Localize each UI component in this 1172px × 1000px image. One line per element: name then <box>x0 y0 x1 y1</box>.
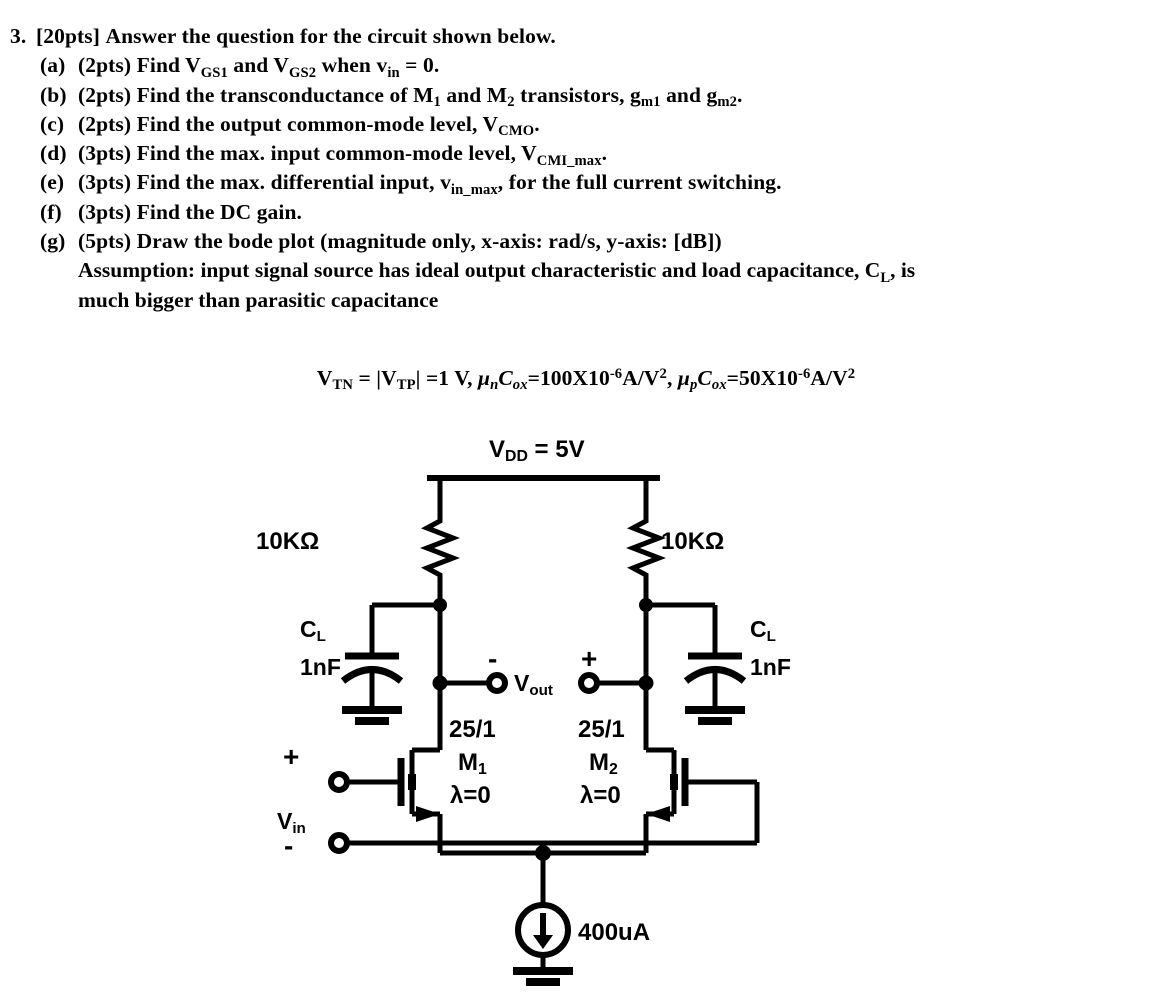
question-block: 3. [20pts] Answer the question for the c… <box>0 0 1172 315</box>
capacitor-right-bottom-plate <box>683 666 747 684</box>
resistor-left-label: 10KΩ <box>256 528 319 555</box>
resistor-right-symbol <box>626 513 666 607</box>
item-marker-c: (c) <box>40 111 65 136</box>
item-marker-b: (b) <box>40 82 67 107</box>
vdd-label: VDD = 5V <box>489 436 585 465</box>
item-text-b: (2pts) Find the transconductance of M1 a… <box>78 82 743 110</box>
m2-ratio-label: 25/1 <box>578 716 625 743</box>
capacitor-right-label: CL <box>750 616 776 645</box>
terminal-vin-minus[interactable] <box>328 832 350 854</box>
item-marker-e: (e) <box>40 170 65 195</box>
junction-dot-nodeB-vout <box>638 675 654 691</box>
m2-lambda-label: λ=0 <box>580 782 621 809</box>
vout-minus-sign: - <box>488 643 497 674</box>
item-text-e: (3pts) Find the max. differential input,… <box>78 170 782 198</box>
terminal-vout-plus[interactable] <box>578 672 600 694</box>
capacitor-left-value: 1nF <box>300 654 341 680</box>
current-source-label: 400uA <box>578 919 650 946</box>
circuit-diagram: VDD = 5V 10KΩ 10KΩ CL 1nF CL 1nF - + Vou… <box>0 425 1172 1000</box>
item-marker-d: (d) <box>40 141 67 166</box>
question-stem-row: 3. [20pts] Answer the question for the c… <box>0 22 1172 51</box>
vin-plus-sign: + <box>283 741 299 772</box>
capacitor-left-bottom-plate <box>340 666 404 684</box>
terminal-vout-minus[interactable] <box>486 672 508 694</box>
item-marker-a: (a) <box>40 53 66 78</box>
question-item-c: (c) (2pts) Find the output common-mode l… <box>0 110 1172 139</box>
item-text-c: (2pts) Find the output common-mode level… <box>78 111 540 140</box>
capacitor-right-value: 1nF <box>750 654 791 680</box>
question-item-a: (a) (2pts) Find VGS1 and VGS2 when vin =… <box>0 51 1172 80</box>
junction-dot-nodeB-cap <box>639 598 653 612</box>
junction-dot-nodeA-cap <box>433 598 447 612</box>
item-text-f: (3pts) Find the DC gain. <box>78 199 303 224</box>
item-marker-f: (f) <box>40 199 62 224</box>
current-source-arrow-head <box>533 935 553 949</box>
junction-dot-nodeA-vout <box>432 675 448 691</box>
vout-plus-sign: + <box>581 643 597 674</box>
m2-name-label: M2 <box>589 749 618 778</box>
m2-source-arrow <box>646 806 670 822</box>
question-item-b: (b) (2pts) Find the transconductance of … <box>0 81 1172 110</box>
m1-ratio-label: 25/1 <box>449 716 496 743</box>
assumption-line-1: Assumption: input signal source has idea… <box>78 258 916 286</box>
assumption-line-2: much bigger than parasitic capacitance <box>78 287 439 312</box>
m1-lambda-label: λ=0 <box>450 782 491 809</box>
item-text-a: (2pts) Find VGS1 and VGS2 when vin = 0. <box>78 53 440 81</box>
device-parameters-line: VTN = |VTP| =1 V, μnCox=100X10-6A/V2, μp… <box>316 365 856 394</box>
question-item-e: (e) (3pts) Find the max. differential in… <box>0 168 1172 197</box>
vout-label: Vout <box>514 670 553 699</box>
junction-dot-tail <box>535 845 551 861</box>
item-text-g: (5pts) Draw the bode plot (magnitude onl… <box>78 229 722 254</box>
question-item-g: (g) (5pts) Draw the bode plot (magnitude… <box>0 227 1172 256</box>
resistor-left-symbol <box>420 513 460 607</box>
terminal-vin-plus[interactable] <box>328 771 350 793</box>
assumption-block: Assumption: input signal source has idea… <box>0 256 1172 315</box>
item-text-d: (3pts) Find the max. input common-mode l… <box>78 141 608 169</box>
vin-label: Vin <box>277 808 306 837</box>
question-item-f: (f) (3pts) Find the DC gain. <box>0 198 1172 227</box>
resistor-right-label: 10KΩ <box>661 528 724 555</box>
question-stem-text: [20pts] Answer the question for the circ… <box>36 24 556 48</box>
m1-source-arrow <box>416 806 440 822</box>
vin-minus-sign: - <box>284 830 293 861</box>
question-number: 3. <box>10 24 27 48</box>
question-item-d: (d) (3pts) Find the max. input common-mo… <box>0 139 1172 168</box>
capacitor-left-label: CL <box>300 616 326 645</box>
item-marker-g: (g) <box>40 229 66 254</box>
m1-name-label: M1 <box>458 749 487 778</box>
